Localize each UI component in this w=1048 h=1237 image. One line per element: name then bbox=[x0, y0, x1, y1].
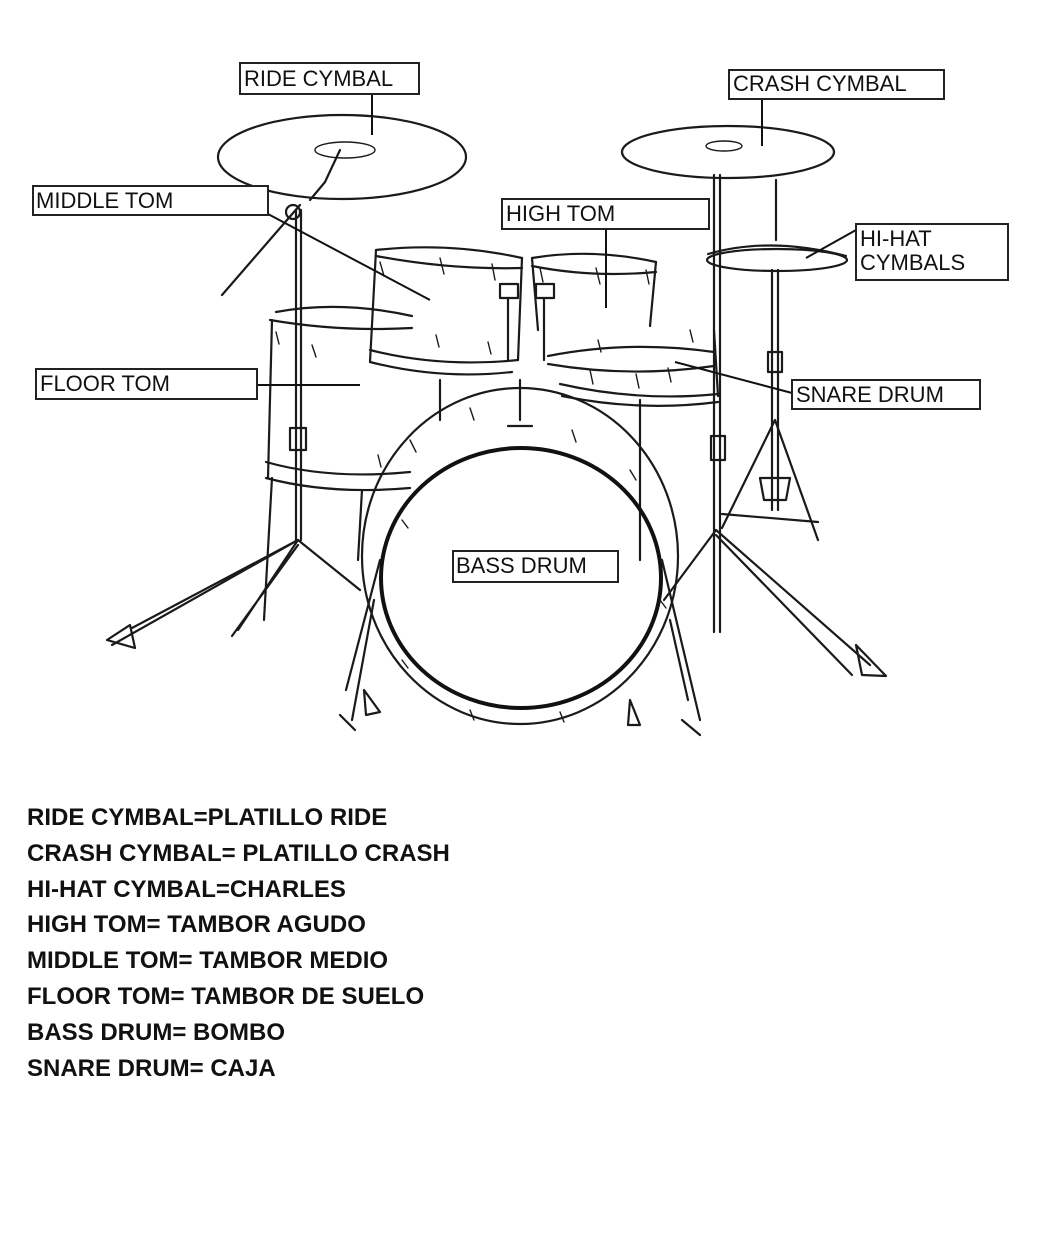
glossary-item-hihat-cymbal: HI-HAT CYMBAL=CHARLES bbox=[27, 875, 346, 903]
glossary-item-ride-cymbal: RIDE CYMBAL=PLATILLO RIDE bbox=[27, 804, 388, 831]
ride-stand-drawing bbox=[105, 203, 362, 650]
glossary-item-bass-drum: BASS DRUM= BOMBO bbox=[27, 1018, 286, 1046]
glossary-item-middle-tom: MIDDLE TOM= TAMBOR MEDIO bbox=[27, 947, 389, 975]
hihat-drawing bbox=[705, 178, 849, 542]
label-hihat-line2: CYMBALS bbox=[860, 250, 965, 275]
label-snare-drum-text: SNARE DRUM bbox=[796, 382, 944, 407]
bass-drum-drawing bbox=[338, 378, 702, 737]
glossary-item-crash-cymbal: CRASH CYMBAL= PLATILLO CRASH bbox=[27, 839, 450, 867]
label-hihat-cymbals: HI-HAT CYMBALS bbox=[855, 223, 1009, 281]
label-high-tom-text: HIGH TOM bbox=[506, 201, 615, 226]
label-middle-tom-text: MIDDLE TOM bbox=[36, 188, 173, 213]
drum-kit-diagram: RIDE CYMBAL CRASH CYMBAL MIDDLE TOM HIGH… bbox=[32, 62, 1009, 737]
label-middle-tom: MIDDLE TOM bbox=[32, 185, 269, 216]
label-floor-tom: FLOOR TOM bbox=[35, 368, 258, 400]
label-high-tom: HIGH TOM bbox=[501, 198, 710, 230]
label-ride-cymbal: RIDE CYMBAL bbox=[239, 62, 420, 95]
crash-cymbal-drawing bbox=[620, 124, 888, 678]
translation-glossary: RIDE CYMBAL=PLATILLO RIDE CRASH CYMBAL= … bbox=[27, 800, 450, 1086]
label-hihat-line1: HI-HAT bbox=[860, 226, 932, 251]
glossary-item-high-tom: HIGH TOM= TAMBOR AGUDO bbox=[27, 911, 366, 939]
label-ride-cymbal-text: RIDE CYMBAL bbox=[244, 66, 393, 91]
label-crash-cymbal-text: CRASH CYMBAL bbox=[733, 71, 907, 96]
label-crash-cymbal: CRASH CYMBAL bbox=[728, 69, 945, 100]
middle-tom-leader bbox=[267, 213, 431, 301]
glossary-item-floor-tom: FLOOR TOM= TAMBOR DE SUELO bbox=[27, 982, 425, 1010]
snare-drum-leader bbox=[674, 361, 793, 394]
middle-tom-drawing bbox=[368, 246, 524, 376]
snare-drum-drawing bbox=[546, 328, 720, 562]
floor-tom-drawing bbox=[262, 305, 442, 622]
hihat-leader bbox=[805, 229, 857, 259]
ride-cymbal-drawing bbox=[216, 113, 468, 297]
high-tom-drawing bbox=[498, 252, 658, 362]
label-bass-drum-text: BASS DRUM bbox=[456, 553, 587, 578]
leader-lines bbox=[257, 95, 857, 394]
label-snare-drum: SNARE DRUM bbox=[791, 379, 981, 410]
label-floor-tom-text: FLOOR TOM bbox=[40, 371, 170, 396]
glossary-item-snare-drum: SNARE DRUM= CAJA bbox=[27, 1054, 276, 1082]
drum-kit-illustration bbox=[105, 113, 888, 737]
label-bass-drum: BASS DRUM bbox=[452, 550, 619, 583]
